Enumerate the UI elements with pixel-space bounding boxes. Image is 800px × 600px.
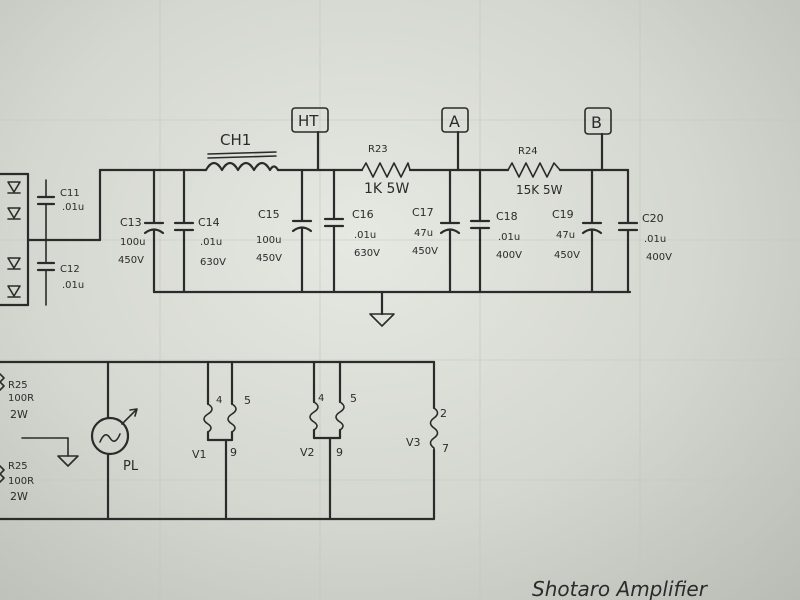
node-ht-tag bbox=[291, 107, 329, 172]
cap-c14 bbox=[173, 168, 195, 294]
r23-value: 1K 5W bbox=[364, 181, 409, 197]
resistor-r25-upper bbox=[0, 373, 5, 391]
node-b-tag bbox=[584, 107, 612, 172]
c18-v2: 400V bbox=[496, 250, 522, 261]
r23-name: R23 bbox=[368, 144, 388, 155]
c12-value: .01u bbox=[62, 280, 84, 291]
heater-ground bbox=[21, 437, 69, 457]
cap-c19 bbox=[581, 168, 603, 294]
cap-c20 bbox=[617, 168, 639, 294]
c13-name: C13 bbox=[120, 216, 142, 229]
ground-icon bbox=[57, 455, 79, 467]
c20-v2: 400V bbox=[646, 252, 672, 263]
node-a-tag bbox=[441, 107, 469, 172]
r25b-name: R25 bbox=[8, 461, 28, 472]
v1-pin4: 4 bbox=[216, 395, 222, 406]
cap-c18 bbox=[469, 168, 491, 294]
c14-name: C14 bbox=[198, 216, 220, 229]
diode bbox=[7, 181, 21, 194]
ground-icon bbox=[369, 313, 395, 327]
pilot-lamp-label: PL bbox=[123, 459, 139, 474]
valve-v2-heater bbox=[309, 360, 345, 521]
r24-name: R24 bbox=[518, 146, 538, 157]
diode bbox=[7, 207, 21, 220]
c16-v2: 630V bbox=[354, 248, 380, 259]
c15-name: C15 bbox=[258, 208, 280, 221]
c17-v1: 47u bbox=[414, 228, 433, 239]
diode bbox=[7, 257, 21, 270]
c18-name: C18 bbox=[496, 210, 518, 223]
ground-rail bbox=[152, 290, 632, 316]
choke-label: CH1 bbox=[220, 131, 251, 149]
c11-name: C11 bbox=[60, 188, 80, 199]
c19-name: C19 bbox=[552, 208, 574, 221]
c20-v1: .01u bbox=[644, 234, 666, 245]
node-b-label: B bbox=[591, 113, 602, 132]
c14-v1: .01u bbox=[200, 237, 222, 248]
choke-ch1 bbox=[204, 151, 280, 172]
c12-name: C12 bbox=[60, 264, 80, 275]
v3-pin2: 2 bbox=[440, 407, 447, 420]
c14-v2: 630V bbox=[200, 257, 226, 268]
c11-value: .01u bbox=[62, 202, 84, 213]
node-a-label: A bbox=[449, 112, 460, 131]
c13-v1: 100u bbox=[120, 237, 145, 248]
schematic-title: Shotaro Amplifier bbox=[532, 577, 709, 600]
r24-value: 15K 5W bbox=[516, 183, 563, 197]
c19-v1: 47u bbox=[556, 230, 575, 241]
c17-name: C17 bbox=[412, 206, 434, 219]
cap-c16 bbox=[323, 168, 345, 294]
pilot-lamp-icon bbox=[90, 408, 138, 456]
valve-v1-heater bbox=[203, 360, 237, 521]
cap-c11 bbox=[36, 179, 56, 241]
c20-name: C20 bbox=[642, 212, 664, 225]
c13-v2: 450V bbox=[118, 255, 144, 266]
c18-v1: .01u bbox=[498, 232, 520, 243]
cap-c13 bbox=[143, 168, 165, 294]
c15-v2: 450V bbox=[256, 253, 282, 264]
c16-name: C16 bbox=[352, 208, 374, 221]
v1-pin9: 9 bbox=[230, 446, 237, 459]
r25a-v1: 100R bbox=[8, 393, 34, 404]
c16-v1: .01u bbox=[354, 230, 376, 241]
v2-label: V2 bbox=[300, 446, 315, 459]
r25b-v2: 2W bbox=[10, 490, 28, 503]
v2-pin5: 5 bbox=[350, 392, 357, 405]
heater-wiring bbox=[0, 360, 436, 521]
c19-v2: 450V bbox=[554, 250, 580, 261]
v2-pin9: 9 bbox=[336, 446, 343, 459]
resistor-r23 bbox=[361, 162, 411, 178]
r25a-name: R25 bbox=[8, 380, 28, 391]
v3-label: V3 bbox=[406, 436, 421, 449]
cap-c17 bbox=[439, 168, 461, 294]
diode bbox=[7, 285, 21, 298]
v2-pin4: 4 bbox=[318, 393, 324, 404]
node-ht-label: HT bbox=[298, 112, 319, 130]
cap-c12 bbox=[36, 239, 56, 306]
v1-label: V1 bbox=[192, 448, 207, 461]
r25a-v2: 2W bbox=[10, 408, 28, 421]
c15-v1: 100u bbox=[256, 235, 281, 246]
cap-c15 bbox=[291, 168, 313, 294]
resistor-r25-lower bbox=[0, 465, 5, 483]
valve-v3-heater bbox=[429, 407, 439, 451]
v3-pin7: 7 bbox=[442, 442, 449, 455]
c17-v2: 450V bbox=[412, 246, 438, 257]
v1-pin5: 5 bbox=[244, 394, 251, 407]
resistor-r24 bbox=[507, 162, 561, 178]
rectifier-bridge bbox=[0, 172, 102, 307]
r25b-v1: 100R bbox=[8, 476, 34, 487]
